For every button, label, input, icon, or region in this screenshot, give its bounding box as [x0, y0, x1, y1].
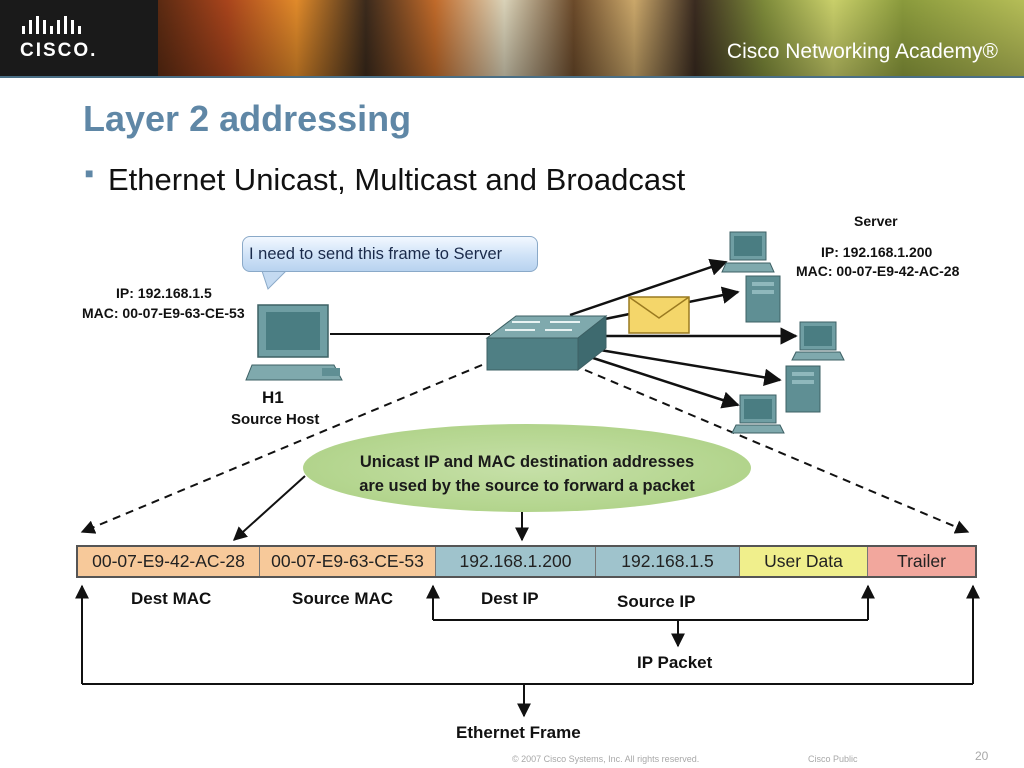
cisco-wordmark: CISCO.	[20, 40, 98, 61]
host-computer-icon	[731, 394, 785, 434]
header-banner	[0, 0, 1024, 78]
ethernet-frame-label: Ethernet Frame	[456, 723, 581, 742]
note-ellipse	[303, 424, 751, 512]
tower-icon	[745, 275, 781, 323]
source-mac-field-label: Source MAC	[292, 589, 394, 608]
frame-field-source-ip: 192.168.1.5	[596, 547, 740, 576]
link-switch-host4	[599, 348, 782, 387]
link-switch-server	[569, 258, 728, 317]
note-line-1: Unicast IP and MAC destination addresses	[359, 453, 695, 471]
cisco-bridge-icon	[22, 16, 81, 34]
banner-divider	[0, 76, 1024, 78]
frame-field-dest-ip: 192.168.1.200	[436, 547, 596, 576]
speech-callout	[242, 236, 538, 272]
callout-text: I need to send this frame to Server	[249, 245, 503, 263]
server-ip-label: IP: 192.168.1.200	[821, 244, 933, 260]
ethernet-frame-bracket	[75, 584, 980, 718]
banner-photo-strip	[158, 0, 1024, 76]
ip-packet-bracket	[426, 584, 875, 648]
cisco-logo: CISCO.	[20, 14, 100, 66]
slide-title: Layer 2 addressing	[83, 98, 412, 139]
source-host-computer-icon	[245, 304, 343, 381]
envelope-icon	[628, 296, 690, 334]
ethernet-frame: 00-07-E9-42-AC-28 00-07-E9-63-CE-53 192.…	[76, 545, 977, 578]
academy-wordmark: Cisco Networking Academy®	[726, 40, 998, 63]
server-label: Server	[854, 213, 898, 229]
frame-field-source-mac: 00-07-E9-63-CE-53	[260, 547, 436, 576]
source-ip-label: IP: 192.168.1.5	[116, 285, 212, 301]
bullet-marker-icon: ■	[85, 165, 94, 181]
source-ip-field-label: Source IP	[617, 592, 696, 611]
frame-field-trailer: Trailer	[868, 547, 975, 576]
switch-icon	[485, 314, 608, 372]
arrow-to-source-mac	[232, 475, 306, 541]
source-host-role: Source Host	[231, 411, 320, 428]
ip-packet-label: IP Packet	[637, 653, 713, 672]
footer-copyright: © 2007 Cisco Systems, Inc. All rights re…	[512, 754, 700, 764]
callout-tail	[261, 270, 288, 290]
bullet-text: Ethernet Unicast, Multicast and Broadcas…	[108, 162, 686, 197]
link-switch-host5	[589, 355, 740, 409]
source-mac-label: MAC: 00-07-E9-63-CE-53	[82, 305, 245, 321]
dest-ip-label: Dest IP	[481, 589, 539, 608]
frame-field-user-data: User Data	[740, 547, 868, 576]
note-line-2: are used by the source to forward a pack…	[359, 477, 695, 495]
server-computer-icon	[721, 231, 775, 273]
server-mac-label: MAC: 00-07-E9-42-AC-28	[796, 263, 960, 279]
note-text: Unicast IP and MAC destination addresses…	[303, 450, 751, 498]
frame-field-dest-mac: 00-07-E9-42-AC-28	[78, 547, 260, 576]
tower-icon	[785, 365, 821, 413]
host-computer-icon	[791, 321, 845, 361]
source-host-name: H1	[262, 388, 284, 407]
dashed-projection-left	[80, 364, 483, 534]
dest-mac-label: Dest MAC	[131, 589, 212, 608]
page-number: 20	[975, 749, 989, 763]
footer-classification: Cisco Public	[808, 754, 858, 764]
